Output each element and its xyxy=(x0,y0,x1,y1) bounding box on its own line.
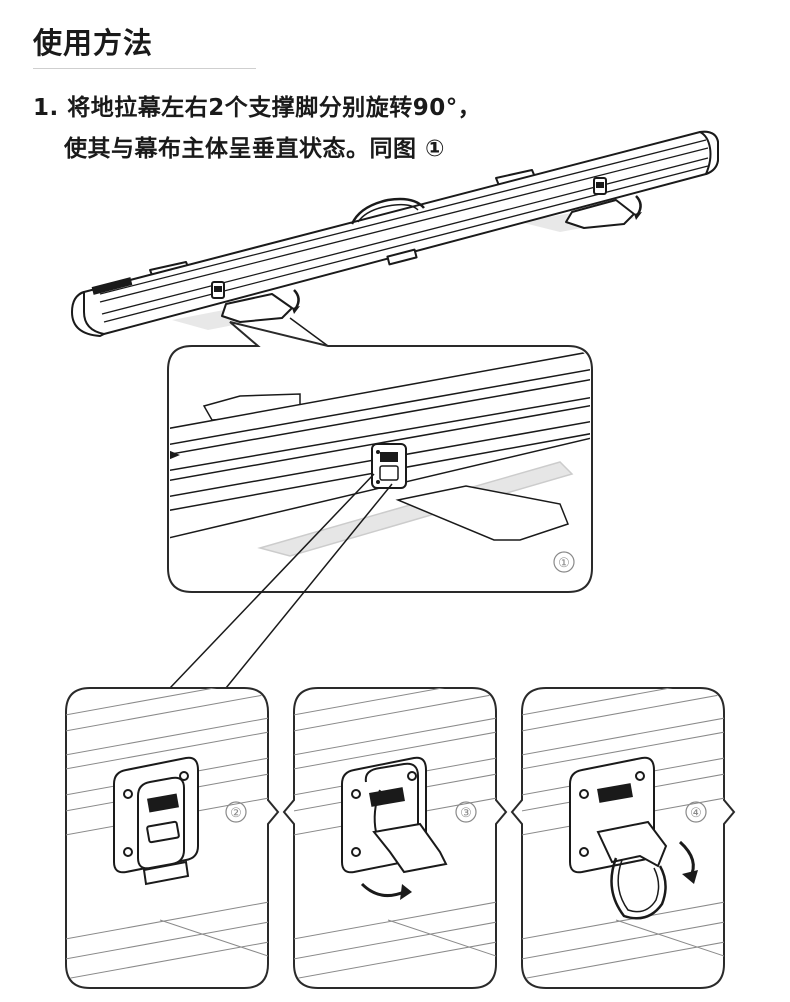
right-rotation-arrow xyxy=(635,195,642,215)
callout-4: ④ xyxy=(685,801,707,823)
section-title-underline xyxy=(33,68,256,69)
callout-1: ① xyxy=(553,551,575,573)
svg-text:③: ③ xyxy=(460,805,472,820)
left-rotation-arrow xyxy=(293,289,300,309)
rotate-arrow-3 xyxy=(360,882,405,898)
detail-panel-3: ③ xyxy=(282,687,508,989)
section-title: 使用方法 xyxy=(33,26,154,60)
latch-closed xyxy=(113,756,199,886)
svg-text:④: ④ xyxy=(690,805,702,820)
screen-case xyxy=(71,130,719,337)
svg-text:②: ② xyxy=(230,805,242,820)
detail-panel-4: ④ xyxy=(510,687,736,989)
left-end-cap xyxy=(71,291,105,337)
detail-panel-2: ② xyxy=(65,687,280,989)
latch-lifting xyxy=(341,756,448,874)
step-1-line-2: 使其与幕布主体呈垂直状态。同图 ① xyxy=(64,136,445,162)
brand-plate xyxy=(91,277,133,295)
latch-open xyxy=(569,756,668,920)
right-latch xyxy=(593,177,607,195)
callout-2: ② xyxy=(225,801,247,823)
right-foot-front xyxy=(565,199,635,229)
carry-handle xyxy=(350,197,425,225)
callout-3: ③ xyxy=(455,801,477,823)
left-foot-front xyxy=(221,293,293,323)
step-1-line-1: 1. 将地拉幕左右2个支撑脚分别旋转90°， xyxy=(33,95,482,121)
right-end-cap xyxy=(699,130,719,175)
detail-panel-1: ① xyxy=(167,321,593,593)
svg-text:①: ① xyxy=(558,555,570,570)
left-latch xyxy=(211,281,225,299)
zoom-connector-bottom xyxy=(169,473,393,689)
